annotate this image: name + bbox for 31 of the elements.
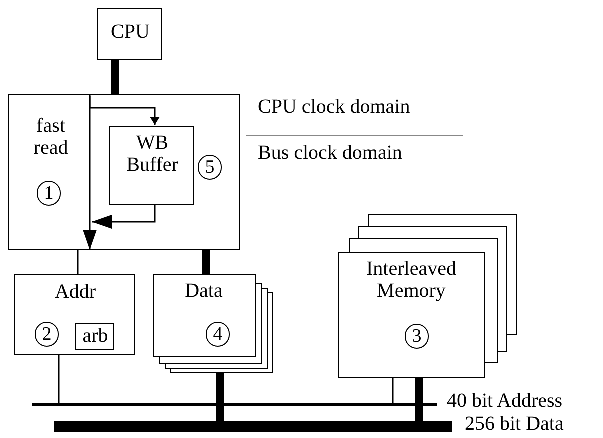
block-box bbox=[8, 94, 240, 250]
block-label: CPU bbox=[110, 21, 151, 43]
block-label: Addr bbox=[54, 281, 98, 303]
stacked-box bbox=[153, 274, 273, 373]
connector-line bbox=[58, 355, 60, 403]
block-box bbox=[75, 323, 114, 350]
arrow bbox=[92, 204, 156, 229]
connector-line bbox=[202, 250, 210, 274]
connector-line bbox=[77, 250, 79, 274]
block-label: Data bbox=[184, 280, 224, 302]
block-box bbox=[14, 274, 135, 355]
block-label: Interleaved Memory bbox=[366, 258, 458, 302]
connector-line bbox=[216, 373, 224, 421]
domain-label: Bus clock domain bbox=[258, 142, 402, 164]
circled-number: 1 bbox=[37, 181, 61, 206]
block-label: arb bbox=[82, 325, 110, 347]
stacked-box bbox=[338, 214, 517, 378]
connector-line bbox=[111, 60, 119, 94]
connector-line bbox=[392, 378, 394, 403]
block-box bbox=[97, 8, 162, 60]
arrow bbox=[89, 94, 160, 125]
circled-number: 4 bbox=[206, 322, 230, 347]
circled-number: 5 bbox=[198, 155, 222, 180]
circled-number: 2 bbox=[35, 322, 59, 347]
domain-label: CPU clock domain bbox=[258, 96, 410, 118]
bus-label: 256 bit Data bbox=[465, 413, 564, 435]
block-label: fast read bbox=[32, 115, 70, 159]
circled-number: 3 bbox=[405, 324, 429, 349]
bus-label: 40 bit Address bbox=[447, 390, 563, 412]
connector-line bbox=[415, 378, 423, 421]
block-label: WB Buffer bbox=[126, 132, 180, 176]
